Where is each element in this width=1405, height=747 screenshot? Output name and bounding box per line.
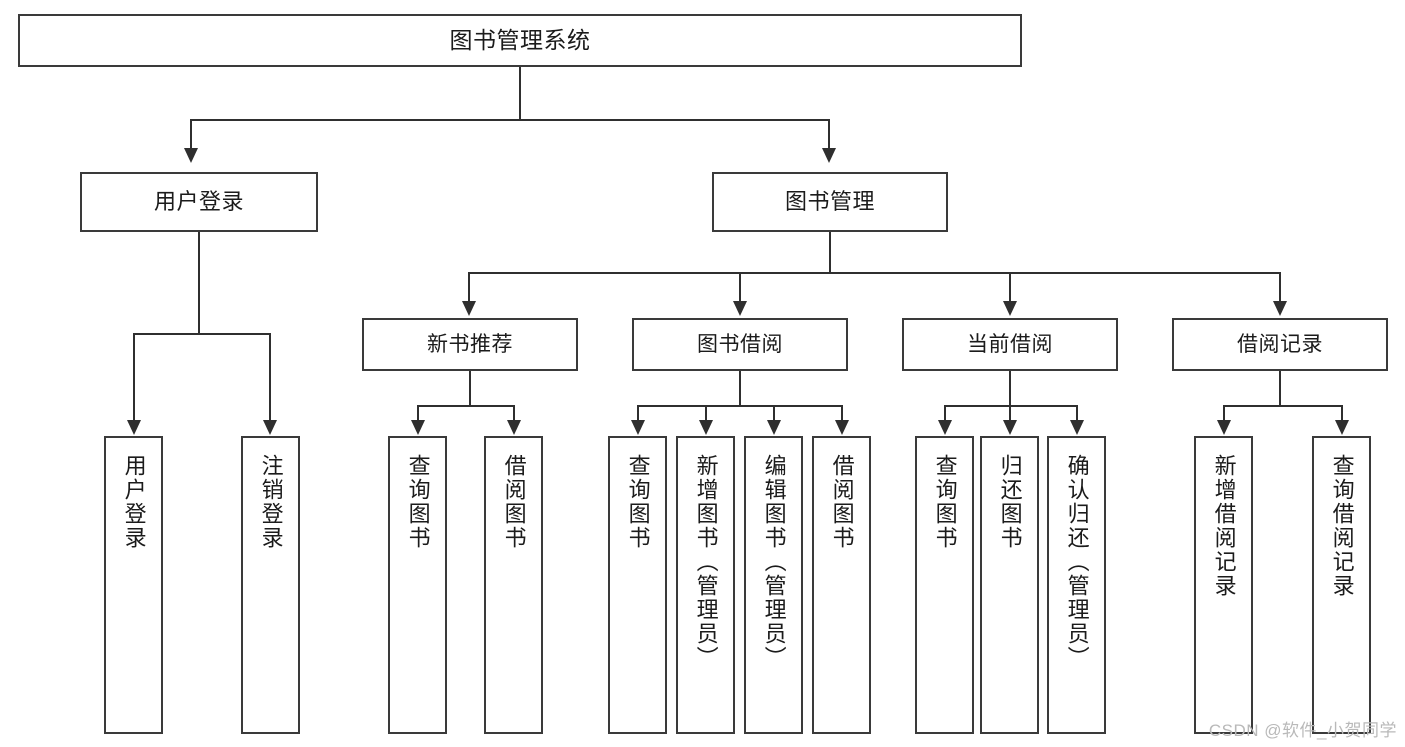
connector-borrow-record-leaf-2 [1341, 405, 1343, 421]
arrowhead-leaf-borrow-book-2 [835, 420, 849, 435]
leaf-confirm-return[interactable]: 确认归还（管理员） [1047, 436, 1106, 734]
connector-book-borrow-leaf-4 [841, 405, 843, 421]
connector-bm-to-current-borrow [1009, 272, 1011, 302]
leaf-query-book-1-label: 查询图书 [405, 454, 431, 550]
arrowhead-leaf-query-record [1335, 420, 1349, 435]
arrowhead-book-manage [822, 148, 836, 163]
leaf-edit-book[interactable]: 编辑图书（管理员） [744, 436, 803, 734]
connector-book-manage-stem [829, 232, 831, 272]
leaf-query-book-3-label: 查询图书 [932, 454, 958, 550]
arrowhead-current-borrow [1003, 301, 1017, 316]
leaf-logout-label: 注销登录 [258, 454, 284, 550]
connector-user-login-bus [133, 333, 271, 335]
leaf-logout[interactable]: 注销登录 [241, 436, 300, 734]
connector-current-borrow-leaf-1 [944, 405, 946, 421]
node-book-borrow[interactable]: 图书借阅 [632, 318, 848, 371]
arrowhead-book-borrow [733, 301, 747, 316]
arrowhead-leaf-add-record [1217, 420, 1231, 435]
connector-current-borrow-leaf-2 [1009, 405, 1011, 421]
connector-book-borrow-stem [739, 371, 741, 405]
leaf-confirm-return-label: 确认归还（管理员） [1064, 454, 1090, 670]
leaf-add-book[interactable]: 新增图书（管理员） [676, 436, 735, 734]
leaf-query-book-2[interactable]: 查询图书 [608, 436, 667, 734]
connector-new-book-bus [417, 405, 515, 407]
connector-book-borrow-leaf-3 [773, 405, 775, 421]
node-book-manage-label: 图书管理 [784, 188, 875, 214]
node-user-login-label: 用户登录 [153, 188, 244, 214]
connector-book-borrow-leaf-2 [705, 405, 707, 421]
connector-borrow-record-stem [1279, 371, 1281, 405]
node-borrow-record-label: 借阅记录 [1237, 332, 1323, 356]
arrowhead-user-login [184, 148, 198, 163]
connector-new-book-leaf-2 [513, 405, 515, 421]
leaf-query-book-2-label: 查询图书 [625, 454, 651, 550]
leaf-query-book-1[interactable]: 查询图书 [388, 436, 447, 734]
arrowhead-leaf-confirm-return [1070, 420, 1084, 435]
leaf-borrow-book-2[interactable]: 借阅图书 [812, 436, 871, 734]
leaf-user-login[interactable]: 用户登录 [104, 436, 163, 734]
arrowhead-leaf-query-book-3 [938, 420, 952, 435]
connector-new-book-leaf-1 [417, 405, 419, 421]
leaf-return-book-label: 归还图书 [997, 454, 1023, 550]
connector-user-login-stem [198, 232, 200, 333]
connector-root-bus [190, 119, 830, 121]
connector-current-borrow-stem [1009, 371, 1011, 405]
leaf-add-book-label: 新增图书（管理员） [693, 454, 719, 670]
connector-book-borrow-leaf-1 [637, 405, 639, 421]
leaf-add-record-label: 新增借阅记录 [1211, 454, 1237, 598]
leaf-borrow-book-2-label: 借阅图书 [829, 454, 855, 550]
leaf-query-book-3[interactable]: 查询图书 [915, 436, 974, 734]
connector-root-to-book-manage [828, 119, 830, 149]
arrowhead-leaf-add-book [699, 420, 713, 435]
connector-root-to-user-login [190, 119, 192, 149]
node-root[interactable]: 图书管理系统 [18, 14, 1022, 67]
watermark: CSDN @软件_小贺同学 [1208, 721, 1397, 740]
node-root-label: 图书管理系统 [449, 26, 591, 53]
leaf-borrow-book-1[interactable]: 借阅图书 [484, 436, 543, 734]
arrowhead-leaf-logout [263, 420, 277, 435]
connector-bm-to-book-borrow [739, 272, 741, 302]
connector-current-borrow-leaf-3 [1076, 405, 1078, 421]
arrowhead-new-book-recommend [462, 301, 476, 316]
leaf-user-login-label: 用户登录 [121, 454, 147, 550]
connector-new-book-stem [469, 371, 471, 405]
connector-borrow-record-leaf-1 [1223, 405, 1225, 421]
connector-borrow-record-bus [1223, 405, 1343, 407]
connector-book-manage-bus [468, 272, 1280, 274]
node-user-login[interactable]: 用户登录 [80, 172, 318, 232]
leaf-add-record[interactable]: 新增借阅记录 [1194, 436, 1253, 734]
leaf-borrow-book-1-label: 借阅图书 [501, 454, 527, 550]
node-current-borrow-label: 当前借阅 [967, 332, 1053, 356]
node-borrow-record[interactable]: 借阅记录 [1172, 318, 1388, 371]
connector-user-login-leaf-1 [133, 333, 135, 421]
leaf-query-record-label: 查询借阅记录 [1329, 454, 1355, 598]
arrowhead-leaf-return-book [1003, 420, 1017, 435]
arrowhead-leaf-query-book-2 [631, 420, 645, 435]
node-book-manage[interactable]: 图书管理 [712, 172, 948, 232]
node-current-borrow[interactable]: 当前借阅 [902, 318, 1118, 371]
connector-current-borrow-bus [944, 405, 1078, 407]
leaf-query-record[interactable]: 查询借阅记录 [1312, 436, 1371, 734]
leaf-edit-book-label: 编辑图书（管理员） [761, 454, 787, 670]
node-book-borrow-label: 图书借阅 [697, 332, 783, 356]
connector-user-login-leaf-2 [269, 333, 271, 421]
leaf-return-book[interactable]: 归还图书 [980, 436, 1039, 734]
connector-bm-to-borrow-record [1279, 272, 1281, 302]
arrowhead-leaf-query-book-1 [411, 420, 425, 435]
connector-book-borrow-bus [637, 405, 843, 407]
arrowhead-leaf-borrow-book-1 [507, 420, 521, 435]
arrowhead-leaf-user-login [127, 420, 141, 435]
node-new-book-recommend[interactable]: 新书推荐 [362, 318, 578, 371]
connector-bm-to-new-book [468, 272, 470, 302]
connector-root-stem [519, 67, 521, 119]
arrowhead-borrow-record [1273, 301, 1287, 316]
node-new-book-recommend-label: 新书推荐 [427, 332, 513, 356]
arrowhead-leaf-edit-book [767, 420, 781, 435]
